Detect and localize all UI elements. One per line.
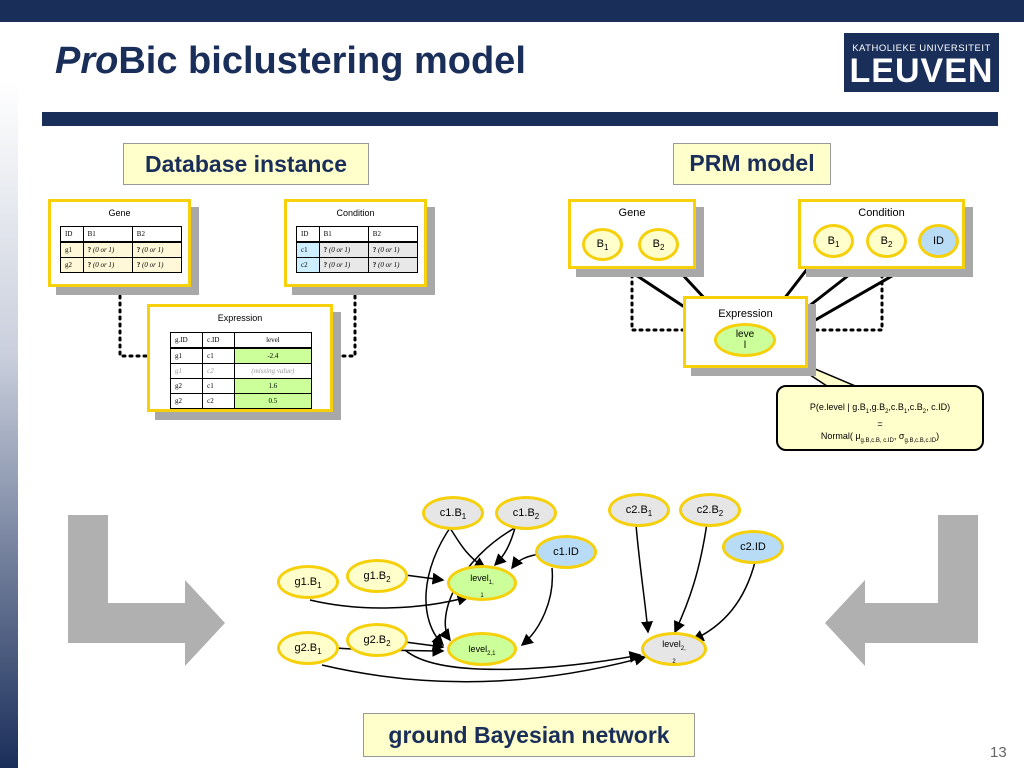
edge-c1b1-level11 — [449, 527, 487, 569]
left-gradient-strip — [0, 80, 18, 768]
edge-g2b2-level22 — [404, 649, 642, 671]
prm-condition-b1-node: B1 — [813, 224, 854, 258]
left-big-arrow — [68, 515, 225, 666]
prm-gene-b1-node: B1 — [582, 228, 623, 261]
edge-g2b2-level21 — [404, 639, 445, 652]
gbn-level21-node: level2,1 — [447, 632, 517, 666]
prm-gene-b2-node: B2 — [638, 228, 679, 261]
title-rule — [42, 112, 998, 126]
gbn-c2b2-node: c2.B2 — [679, 493, 741, 527]
edge-g1b2-level11 — [404, 572, 445, 585]
gbn-c1b2-node: c1.B2 — [495, 496, 557, 530]
gbn-g2b1-node: g2.B1 — [277, 631, 339, 665]
db-dotted-left — [118, 294, 154, 358]
database-instance-label: Database instance — [123, 143, 369, 185]
edge-c1id-level21 — [520, 567, 554, 646]
edge-c2id-level22 — [691, 561, 756, 641]
gbn-level22-node: level2,2 — [641, 632, 707, 666]
prm-model-label: PRM model — [673, 143, 831, 185]
edge-c1b1-level21 — [425, 524, 453, 647]
db-dotted-right — [330, 294, 357, 358]
gbn-g1b1-node: g1.B1 — [277, 565, 339, 599]
cpd-formula: P(e.level | g.B1,g.B2,c.B1,c.B2, c.ID) =… — [776, 385, 984, 451]
edge-g1b1-level11 — [309, 593, 470, 609]
prm-dotted-right — [814, 273, 884, 332]
table-row: g2? (0 or 1)? (0 or 1) — [60, 257, 183, 273]
gbn-c2id-node: c2.ID — [722, 530, 784, 564]
table-row: c2? (0 or 1)? (0 or 1) — [296, 257, 419, 273]
edge-c1b2-level11 — [493, 527, 516, 567]
prm-condition-b2-node: B2 — [866, 224, 907, 258]
university-logo: KATHOLIEKE UNIVERSITEIT LEUVEN — [844, 33, 999, 92]
gbn-c1b1-node: c1.B1 — [422, 496, 484, 530]
table-row: c1? (0 or 1)? (0 or 1) — [296, 241, 419, 258]
gbn-g1b2-node: g1.B2 — [346, 559, 408, 593]
edge-c2b2-level22 — [674, 522, 708, 634]
top-bar — [0, 0, 1024, 22]
gbn-g2b2-node: g2.B2 — [346, 623, 408, 657]
edge-c2b1-level22 — [635, 524, 653, 634]
table-row: g1? (0 or 1)? (0 or 1) — [60, 241, 183, 258]
page-number: 13 — [990, 744, 1007, 761]
right-big-arrow — [825, 515, 978, 666]
prm-condition-id-node: ID — [918, 224, 959, 258]
gbn-c1id-node: c1.ID — [535, 535, 597, 569]
gbn-c2b1-node: c2.B1 — [608, 493, 670, 527]
edge-g2b1-level22 — [321, 653, 647, 683]
gbn-level11-node: level1,1 — [447, 565, 517, 601]
slide-title: ProBic biclustering model — [55, 40, 526, 82]
prm-dotted-left — [630, 273, 687, 332]
ground-bayesian-network-label: ground Bayesian network — [363, 713, 695, 757]
